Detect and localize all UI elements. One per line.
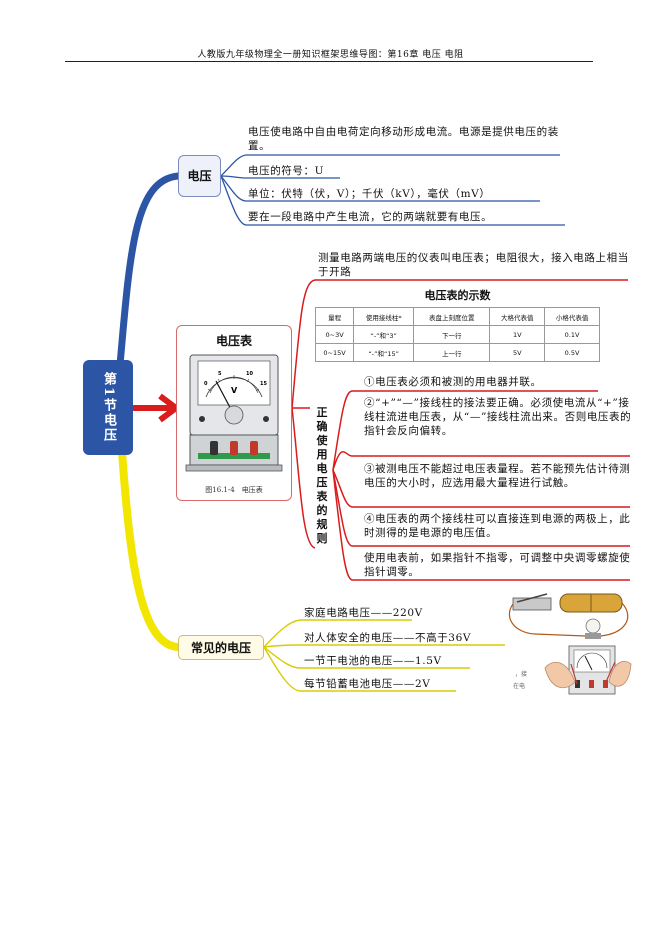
voltage-item-current-condition: 要在一段电路中产生电流，它的两端就要有电压。 — [248, 211, 493, 223]
usage-rules-label: 正确使用电压表的规则 — [316, 406, 328, 545]
common-voltage-household: 家庭电路电压——220V — [304, 607, 423, 619]
usage-rule-1: ①电压表必须和被测的用电器并联。 — [364, 376, 542, 388]
usage-rule-3: ③被测电压不能超过电压表量程。若不能预先估计待测电压的大小时，应选用最大量程进行… — [364, 463, 631, 489]
photo-text-fragment-2: 在电 — [513, 682, 525, 690]
header-rule — [65, 61, 593, 62]
table-cell: 1V — [489, 325, 546, 344]
svg-text:0: 0 — [204, 381, 208, 387]
circuit-photo-illustration: ，接 在电 — [505, 588, 635, 706]
table-row: 0~3V “-”和“3” 下一行 1V 0.1V — [314, 325, 600, 344]
table-cell: “-”和“15” — [353, 343, 415, 362]
voltmeter-intro: 测量电路两端电压的仪表叫电压表；电阻很大，接入电路上相当于开路 — [318, 252, 629, 278]
svg-text:10: 10 — [246, 371, 253, 377]
voltmeter-table-title: 电压表的示数 — [424, 289, 491, 302]
table-header-cell: 量程 — [314, 307, 355, 326]
voltmeter-illustration: 0 5 10 15 V — [185, 354, 283, 472]
usage-rule-zeroing: 使用电表前，如果指针不指零，可调整中央调零螺旋使指针调零。 — [364, 552, 631, 578]
table-cell: 0.1V — [544, 325, 600, 344]
table-cell: 0.5V — [544, 343, 600, 362]
table-header-cell: 大格代表值 — [489, 307, 546, 326]
usage-rule-2: ②“+”“—”接线柱的接法要正确。必须使电流从“+”接线柱流进电压表，从“—”接… — [364, 397, 632, 437]
table-header-cell: 使用接线柱* — [353, 307, 415, 326]
common-voltage-safe-human: 对人体安全的电压——不高于36V — [304, 632, 472, 644]
table-header-cell: 小格代表值 — [544, 307, 600, 326]
table-row: 0~15V “-”和“15” 上一行 5V 0.5V — [314, 343, 600, 362]
voltmeter-figure-caption: 图16.1-4 电压表 — [205, 486, 263, 494]
branch-common-voltage-node: 常见的电压 — [178, 635, 264, 660]
common-voltage-dry-cell: 一节干电池的电压——1.5V — [304, 655, 442, 667]
svg-text:V: V — [231, 386, 238, 395]
branch-voltmeter-node: 电压表 0 5 10 15 V 图16.1-4 电压表 — [176, 325, 292, 501]
table-cell: 0~15V — [314, 343, 355, 362]
table-cell: 下一行 — [413, 325, 491, 344]
usage-rule-4: ④电压表的两个接线柱可以直接连到电源的两极上，此时测得的是电源的电压值。 — [364, 513, 631, 539]
common-voltage-lead-acid: 每节铅蓄电池电压——2V — [304, 678, 431, 690]
voltmeter-range-table: 量程 使用接线柱* 表盘上刻度位置 大格代表值 小格代表值 0~3V “-”和“… — [314, 307, 600, 362]
voltmeter-node-title: 电压表 — [215, 334, 252, 348]
table-cell: “-”和“3” — [353, 325, 415, 344]
branch-voltage-node: 电压 — [178, 155, 221, 197]
table-header-row: 量程 使用接线柱* 表盘上刻度位置 大格代表值 小格代表值 — [314, 307, 600, 326]
root-node-section1-voltage: 第1节电压 — [83, 360, 133, 455]
table-cell: 上一行 — [413, 343, 491, 362]
voltage-item-units: 单位：伏特（伏，V）；千伏（kV），毫伏（mV） — [248, 188, 491, 200]
voltmeter-range-table-block: 电压表的示数 量程 使用接线柱* 表盘上刻度位置 大格代表值 小格代表值 0~3… — [314, 287, 600, 362]
table-cell: 5V — [489, 343, 546, 362]
table-cell: 0~3V — [314, 325, 355, 344]
svg-text:5: 5 — [218, 371, 222, 377]
page-header: 人教版九年级物理全一册知识框架思维导图：第16章 电压 电阻 — [197, 50, 464, 60]
table-header-cell: 表盘上刻度位置 — [413, 307, 491, 326]
voltage-item-definition: 电压使电路中自由电荷定向移动形成电流。电源是提供电压的装置。 — [248, 126, 559, 152]
photo-text-fragment-1: ，接 — [515, 670, 527, 678]
svg-text:15: 15 — [260, 381, 267, 387]
voltage-item-symbol: 电压的符号：U — [248, 165, 325, 177]
